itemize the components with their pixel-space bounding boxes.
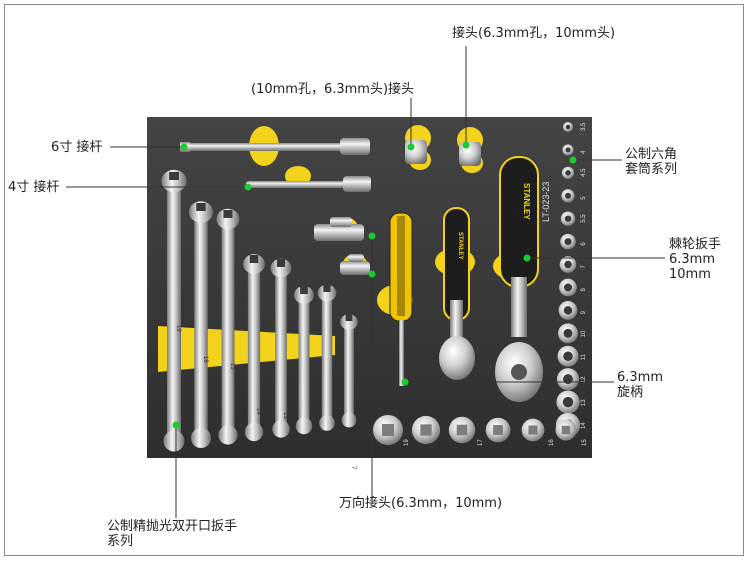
large-socket-size: 15	[582, 439, 588, 446]
small-socket-size: 13	[581, 399, 587, 406]
wrench-set: 19 18 15 14 13 10 9 7	[161, 169, 358, 470]
spinner-handle	[389, 212, 413, 386]
small-socket-size: 7	[581, 265, 587, 269]
model-text: LT-023-23	[541, 182, 551, 222]
label-universal-joint: 万向接头(6.3mm，10mm)	[339, 496, 503, 511]
wrench-size-label: 18	[202, 356, 208, 363]
label-ratchet-1: 棘轮扳手	[669, 237, 722, 252]
combination-wrench: 15	[216, 208, 240, 445]
large-socket-size: 16	[549, 439, 555, 446]
label-ratchet-3: 10mm	[669, 267, 711, 282]
large-socket-size: 19	[404, 439, 410, 446]
combination-wrench: 9	[317, 284, 337, 441]
small-socket: 11	[557, 345, 587, 367]
extension-bar-4in	[246, 176, 371, 192]
wrench-size-label: 15	[229, 363, 235, 370]
label-spinner-1: 6.3mm	[617, 370, 664, 385]
small-socket-size: 3.5	[581, 122, 587, 131]
large-socket	[411, 415, 441, 445]
small-socket-size: 8	[581, 287, 587, 291]
wrench-size-label: 10	[305, 439, 311, 446]
marker-dots	[172, 141, 577, 429]
small-socket-size: 12	[581, 376, 587, 383]
wrench-size-label: 19	[175, 325, 181, 332]
combination-wrench: 18	[188, 201, 214, 449]
large-socket: 16	[521, 418, 555, 446]
label-ext-4in: 4寸 接杆	[8, 180, 60, 195]
small-socket: 3.5	[563, 122, 587, 132]
small-socket: 13	[556, 390, 587, 414]
small-socket: 4	[562, 144, 587, 156]
combination-wrench: 14	[243, 254, 265, 442]
small-socket: 7	[559, 256, 587, 273]
small-socket-size: 5	[581, 196, 587, 200]
small-socket-size: 6	[581, 242, 587, 246]
brand-text-small: STANLEY	[457, 232, 463, 260]
large-socket: 17	[448, 416, 484, 446]
image-frame	[4, 4, 744, 556]
extension-bar-6in	[180, 138, 370, 155]
large-socket: 15	[555, 419, 588, 446]
small-socket-size: 4.5	[581, 168, 587, 177]
large-socket	[485, 417, 511, 443]
small-socket: 8	[559, 278, 587, 297]
brand-text-large: STANLEY	[522, 183, 531, 220]
small-socket: 4.5	[561, 166, 587, 179]
label-hex-sockets-1: 公制六角	[625, 147, 678, 162]
small-socket: 5	[561, 189, 587, 203]
small-socket-size: 9	[581, 310, 587, 314]
wrench-size-label: 7	[350, 466, 356, 470]
label-adapter-top: 接头(6.3mm孔，10mm头)	[452, 26, 616, 41]
large-socket-size: 17	[478, 439, 484, 446]
small-socket-column: 3.5 4 4.5 5 5.5 6 7 8 9 10 11 12 13 14	[555, 122, 587, 438]
large-socket: 19	[373, 415, 410, 446]
small-socket: 10	[558, 323, 587, 344]
label-ratchet-2: 6.3mm	[669, 252, 716, 267]
leader-lines	[66, 46, 665, 518]
small-socket: 6	[560, 233, 587, 250]
small-socket-size: 4	[581, 150, 587, 154]
small-socket-size: 11	[581, 353, 587, 360]
ratchet-small	[439, 207, 475, 380]
ratchet-large	[495, 156, 543, 402]
label-wrench-1: 公制精抛光双开口扳手	[107, 519, 238, 534]
label-spinner-2: 旋柄	[617, 385, 644, 400]
small-socket-size: 10	[581, 330, 587, 337]
combination-wrench: 19	[161, 169, 187, 452]
small-socket-size: 5.5	[581, 214, 587, 223]
combination-wrench: 7	[340, 313, 358, 470]
wrench-size-label: 9	[328, 437, 334, 441]
wrench-size-label: 13	[282, 412, 288, 419]
combination-wrench: 10	[294, 286, 314, 446]
label-ext-6in: 6寸 接杆	[51, 140, 103, 155]
small-socket-size: 14	[581, 422, 587, 429]
small-socket: 9	[558, 300, 587, 320]
label-adapter-mid: (10mm孔，6.3mm头)接头	[251, 82, 415, 97]
label-wrench-2: 系列	[107, 534, 134, 549]
small-socket: 5.5	[560, 211, 587, 226]
universal-joints	[314, 217, 370, 275]
large-socket-row: 19 17 16 15	[373, 415, 588, 446]
wrench-size-label: 14	[255, 408, 261, 415]
label-hex-sockets-2: 套筒系列	[625, 162, 678, 177]
combination-wrench: 13	[270, 258, 292, 438]
